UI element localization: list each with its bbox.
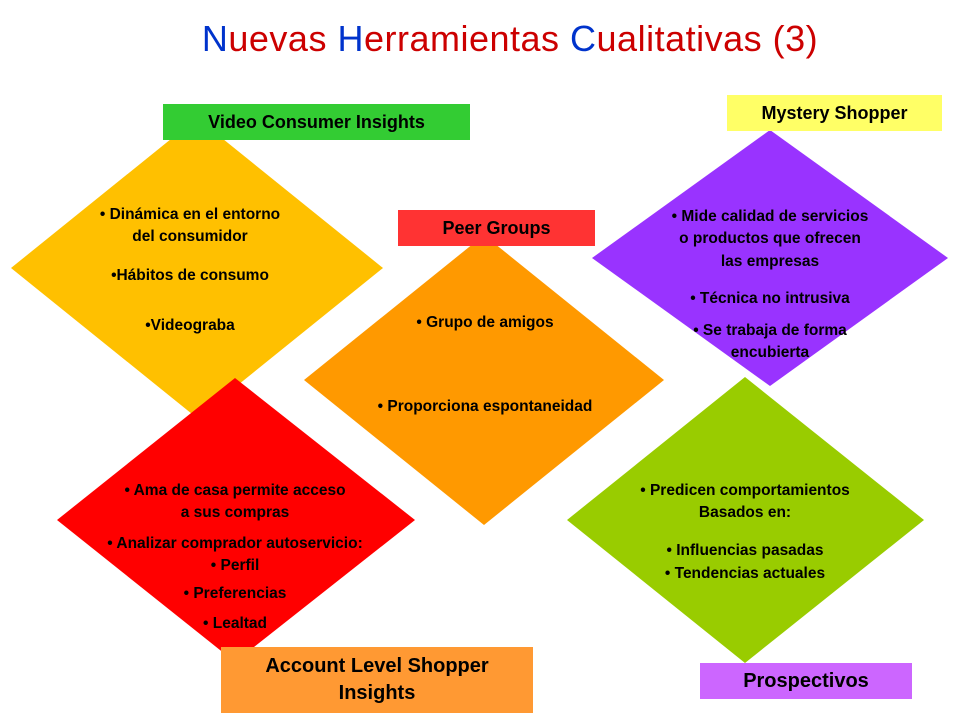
- prospect-bullet-2: • Influencias pasadas: [666, 542, 824, 559]
- account-diamond: [57, 378, 415, 662]
- account-bullet-2: • Analizar comprador autoservicio:: [107, 535, 363, 552]
- prospect-diamond: [567, 377, 924, 663]
- peer-diamond: [304, 235, 664, 525]
- peer-label: Peer Groups: [398, 210, 595, 246]
- page-title: Nuevas Herramientas Cualitativas (3): [201, 18, 819, 59]
- mystery-bullet-2: • Técnica no intrusiva: [690, 290, 850, 307]
- account-bullet-3: • Perfil: [210, 557, 260, 574]
- video-label: Video Consumer Insights: [163, 104, 470, 140]
- mystery-label: Mystery Shopper: [727, 95, 942, 131]
- account-label: Account Level Shopper Insights: [221, 647, 533, 713]
- peer-bullet-1: • Grupo de amigos: [416, 314, 554, 331]
- video-diamond: [11, 118, 383, 418]
- video-bullet-2: •Hábitos de consumo: [111, 267, 269, 284]
- mystery-diamond: [592, 130, 948, 386]
- prospect-label: Prospectivos: [700, 663, 912, 699]
- account-bullet-4: • Preferencias: [183, 585, 287, 602]
- peer-bullet-2: • Proporciona espontaneidad: [377, 398, 593, 415]
- video-bullet-3: •Videograba: [145, 317, 235, 334]
- prospect-bullet-3: • Tendencias actuales: [664, 565, 826, 582]
- account-bullet-5: • Lealtad: [203, 615, 267, 632]
